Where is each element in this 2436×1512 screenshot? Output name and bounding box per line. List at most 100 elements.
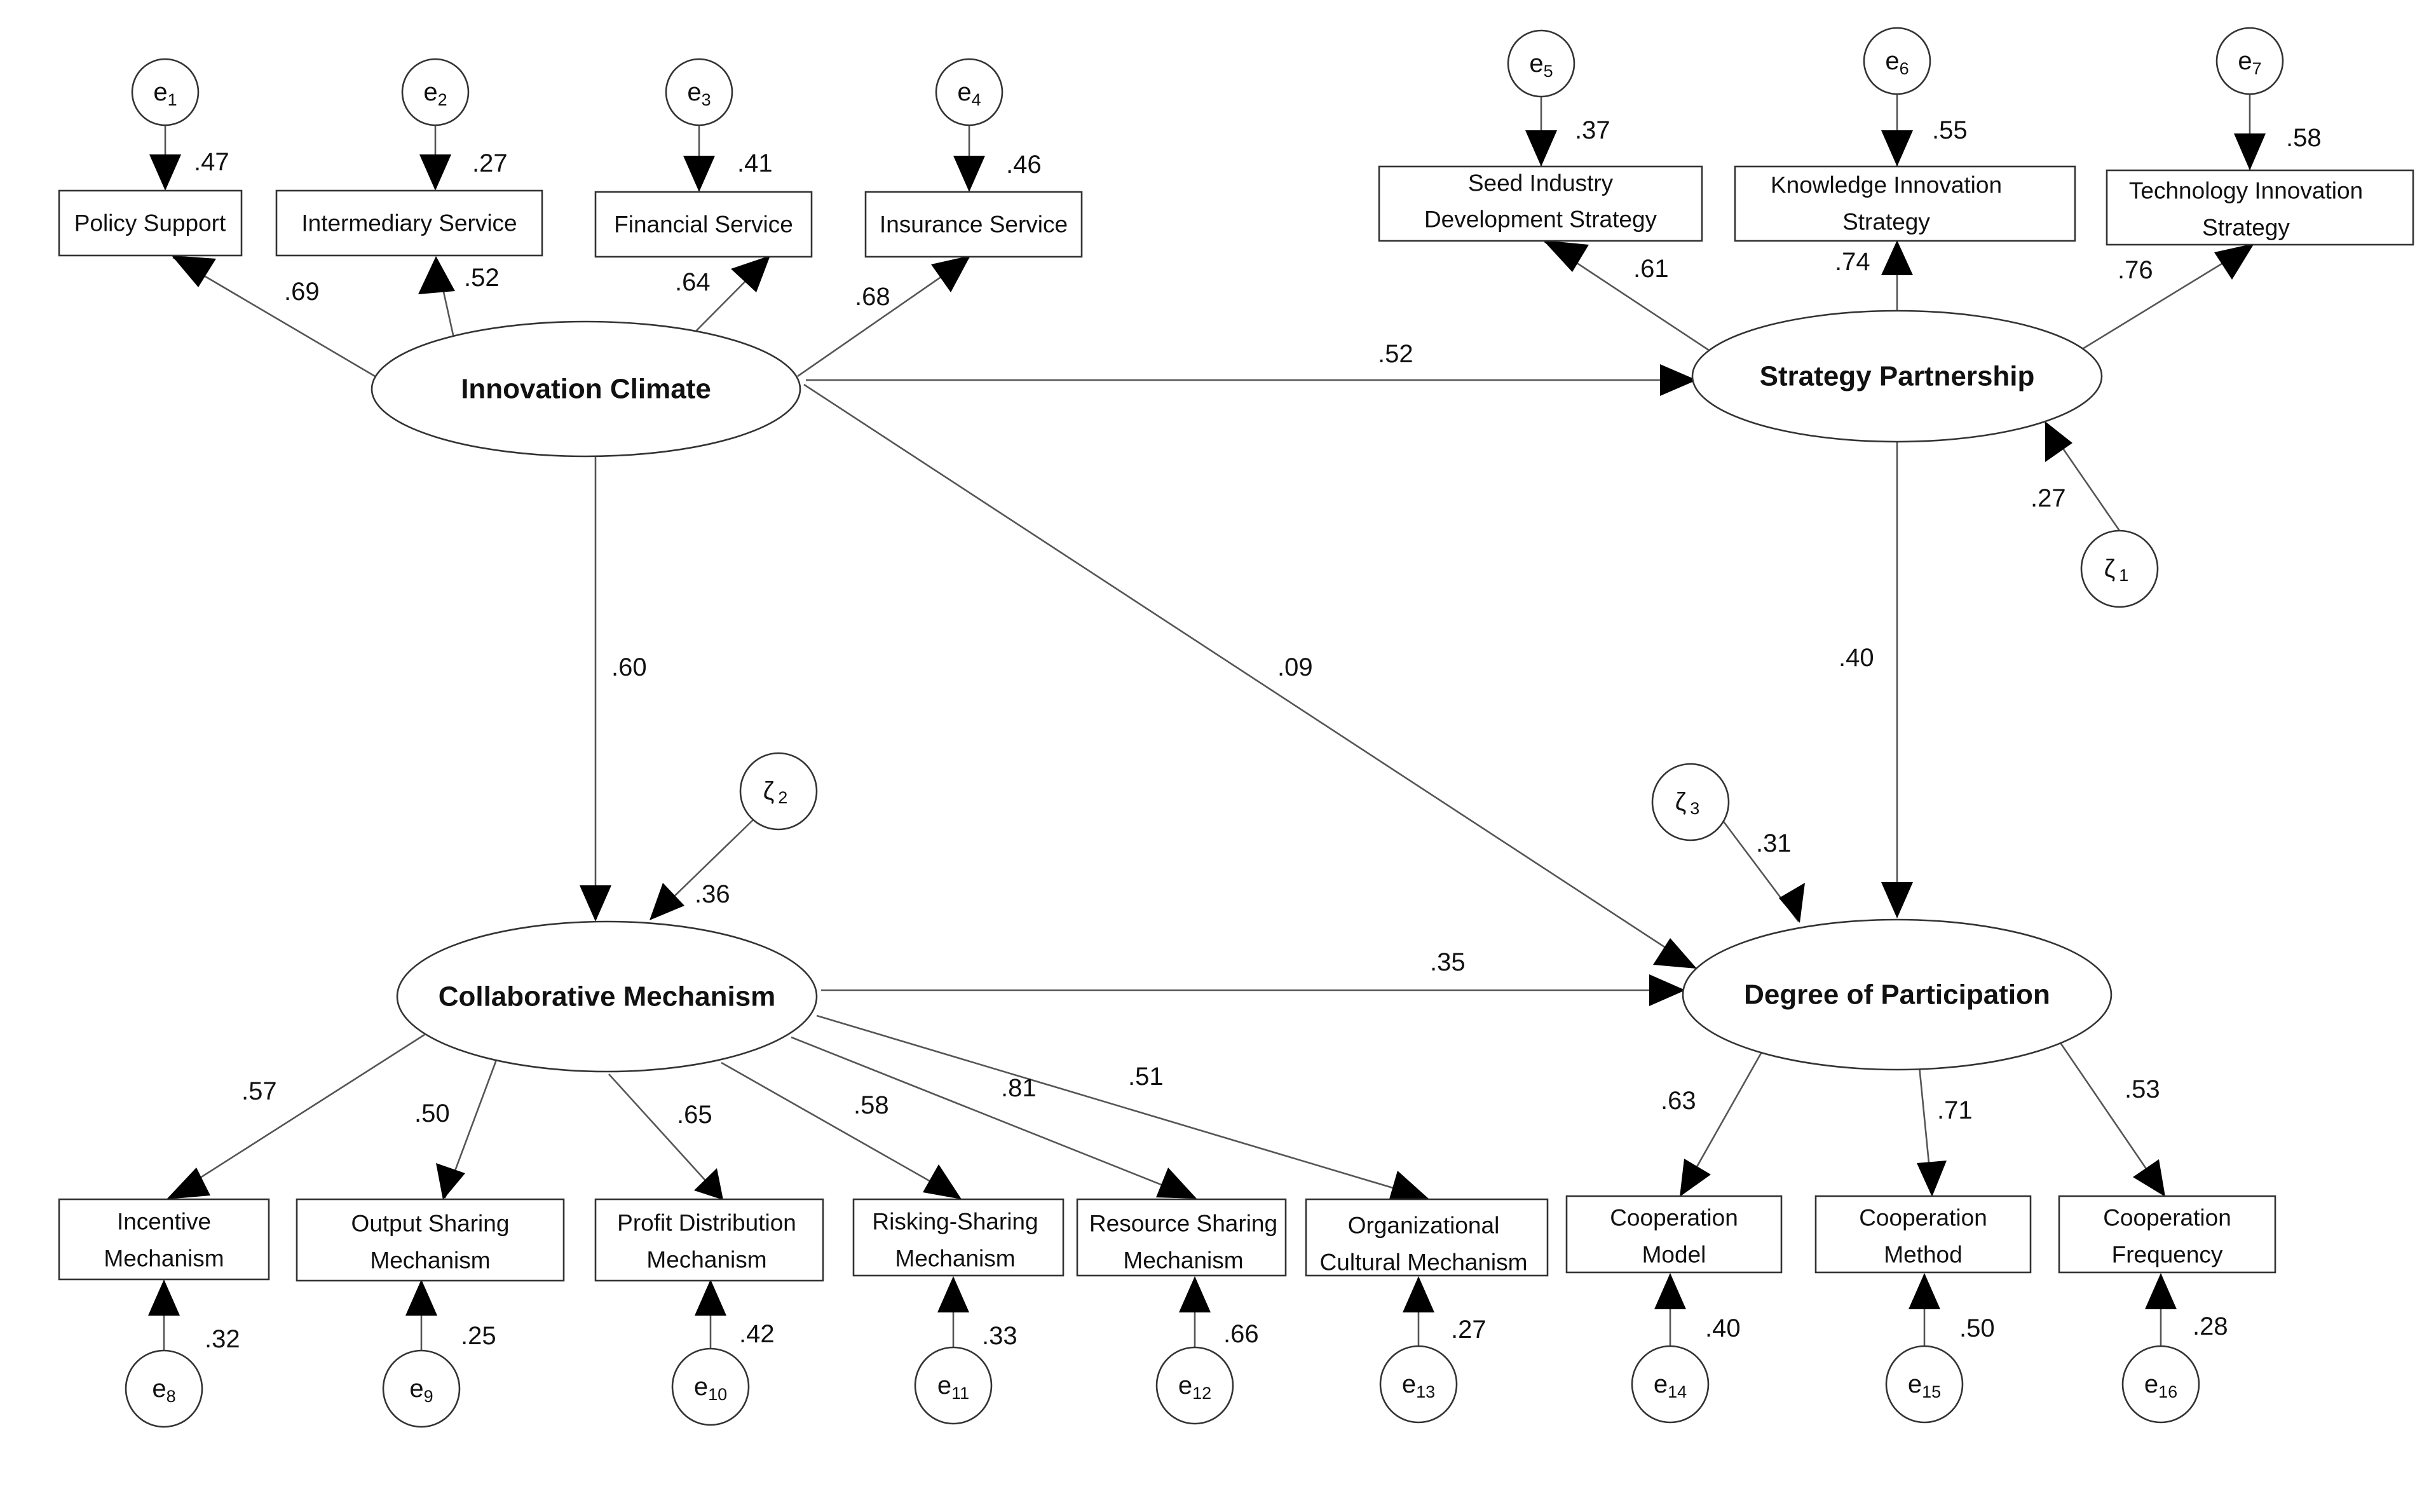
coef-ic-financial: .64 — [675, 268, 711, 296]
svg-text:ζ3: ζ3 — [1675, 788, 1700, 818]
indicator-label-line1: Resource Sharing — [1089, 1211, 1277, 1237]
disturbance-index: 1 — [2119, 566, 2128, 585]
arrowhead-e15 — [1909, 1273, 1940, 1309]
coef-ic-cm: .60 — [611, 653, 647, 681]
arrowhead-sp-dp — [1881, 882, 1913, 918]
coef-e11: .33 — [982, 1322, 1017, 1350]
coef-e16: .28 — [2193, 1312, 2228, 1340]
indicator-cooperation-method: Cooperation Method — [1814, 1195, 2032, 1274]
svg-text:e11: e11 — [937, 1372, 969, 1403]
arrowhead-dp-method — [1917, 1161, 1947, 1197]
error-e4: e4 — [935, 58, 1004, 126]
arrowhead-ic-intermediary — [418, 256, 455, 294]
coef-sp-technology: .76 — [2118, 256, 2153, 284]
coef-dp-frequency: .53 — [2125, 1075, 2160, 1103]
error-symbol: e — [1529, 50, 1543, 78]
indicator-label-line2: Mechanism — [104, 1246, 224, 1272]
error-e5: e5 — [1507, 29, 1575, 98]
svg-text:ζ2: ζ2 — [763, 777, 788, 807]
svg-text:e4: e4 — [957, 78, 981, 109]
indicator-label-line2: Strategy — [1842, 209, 1930, 235]
indicator-label-line2: Mechanism — [370, 1248, 490, 1274]
latent-innovation-climate: Innovation Climate — [371, 320, 801, 458]
indicator-seed-industry: Seed Industry Development Strategy — [1378, 165, 1703, 242]
error-symbol: e — [1402, 1370, 1416, 1398]
error-index: 14 — [1668, 1382, 1687, 1401]
coef-z1: .27 — [2031, 484, 2066, 512]
arrowhead-sp-seed — [1543, 240, 1589, 272]
error-e10: e10 — [671, 1347, 750, 1426]
indicator-label-line1: Output Sharing — [351, 1211, 510, 1237]
coef-cm-risking: .58 — [854, 1091, 889, 1119]
arrowhead-ic-insurance — [931, 255, 970, 292]
coef-z3: .31 — [1756, 829, 1792, 857]
svg-text:e14: e14 — [1654, 1370, 1687, 1401]
error-e11: e11 — [914, 1346, 993, 1425]
svg-text:e10: e10 — [694, 1373, 727, 1404]
error-index: 7 — [2252, 59, 2262, 78]
error-e6: e6 — [1863, 27, 1931, 95]
indicator-label-line1: Cooperation — [1859, 1205, 1987, 1231]
arrowhead-ic-dp — [1653, 938, 1697, 969]
indicator-organizational-cultural: Organizational Cultural Mechanism — [1305, 1198, 1549, 1277]
error-e7: e7 — [2215, 27, 2284, 95]
indicator-output-sharing: Output Sharing Mechanism — [296, 1198, 565, 1282]
arrowhead-e11 — [937, 1276, 969, 1312]
latent-label: Degree of Participation — [1744, 979, 2050, 1011]
indicator-label-line1: Organizational — [1348, 1213, 1500, 1239]
svg-text:e1: e1 — [153, 78, 177, 109]
coef-sp-knowledge: .74 — [1835, 248, 1870, 276]
arrowhead-e13 — [1403, 1276, 1434, 1312]
error-index: 15 — [1922, 1382, 1941, 1401]
coef-cm-dp: .35 — [1430, 948, 1466, 976]
error-index: 9 — [424, 1387, 433, 1406]
path-cm-incentive — [168, 1033, 425, 1199]
error-symbol: e — [694, 1373, 708, 1401]
coef-dp-model: .63 — [1661, 1087, 1696, 1115]
arrowhead-ic-policy — [172, 255, 216, 287]
error-symbol: e — [423, 78, 437, 106]
indicator-policy-support: Policy Support — [58, 189, 243, 257]
coef-e4: .46 — [1006, 151, 1042, 179]
indicator-label-line2: Mechanism — [895, 1246, 1015, 1272]
indicator-label-line1: Technology Innovation — [2129, 178, 2363, 204]
coef-ic-policy: .69 — [284, 278, 320, 306]
coef-cm-output: .50 — [414, 1100, 450, 1127]
error-index: 5 — [1544, 62, 1553, 81]
disturbance-symbol: ζ — [763, 777, 775, 805]
coef-e5: .37 — [1575, 116, 1610, 144]
arrowhead-e4 — [953, 156, 985, 192]
arrowhead-e6 — [1881, 130, 1913, 167]
coef-e3: .41 — [737, 149, 773, 177]
error-index: 16 — [2158, 1382, 2177, 1401]
arrowhead-cm-risking — [923, 1164, 962, 1199]
indicator-label-line1: Knowledge Innovation — [1771, 172, 2002, 198]
arrowhead-z2 — [650, 883, 684, 920]
svg-text:e9: e9 — [409, 1375, 433, 1406]
error-symbol: e — [153, 78, 167, 106]
error-index: 10 — [708, 1385, 727, 1404]
error-index: 4 — [972, 90, 981, 109]
arrowhead-e5 — [1525, 130, 1557, 167]
indicator-technology-innovation: Technology Innovation Strategy — [2106, 169, 2414, 246]
indicator-label-line1: Cooperation — [1610, 1205, 1738, 1231]
coef-ic-sp: .52 — [1378, 340, 1413, 368]
coef-cm-profit: .65 — [677, 1101, 712, 1129]
indicator-risking-sharing: Risking-Sharing Mechanism — [852, 1198, 1065, 1277]
latent-label: Collaborative Mechanism — [439, 981, 776, 1012]
arrowhead-e2 — [419, 154, 451, 191]
arrowhead-cm-resource — [1156, 1168, 1197, 1199]
coef-e7: .58 — [2286, 124, 2322, 152]
indicator-label-line2: Mechanism — [1123, 1248, 1243, 1274]
indicator-label-line1: Profit Distribution — [617, 1210, 796, 1236]
indicator-cooperation-frequency: Cooperation Frequency — [2058, 1195, 2276, 1274]
indicator-label-line2: Frequency — [2112, 1242, 2223, 1268]
indicator-label-line1: Risking-Sharing — [872, 1209, 1038, 1235]
arrowhead-sp-knowledge — [1881, 240, 1913, 275]
error-index: 1 — [168, 90, 177, 109]
coef-sp-seed: .61 — [1633, 255, 1669, 283]
arrowhead-e1 — [149, 154, 181, 191]
arrowhead-e9 — [405, 1279, 437, 1316]
indicator-resource-sharing: Resource Sharing Mechanism — [1076, 1198, 1287, 1277]
indicator-label-line2: Model — [1642, 1242, 1706, 1268]
